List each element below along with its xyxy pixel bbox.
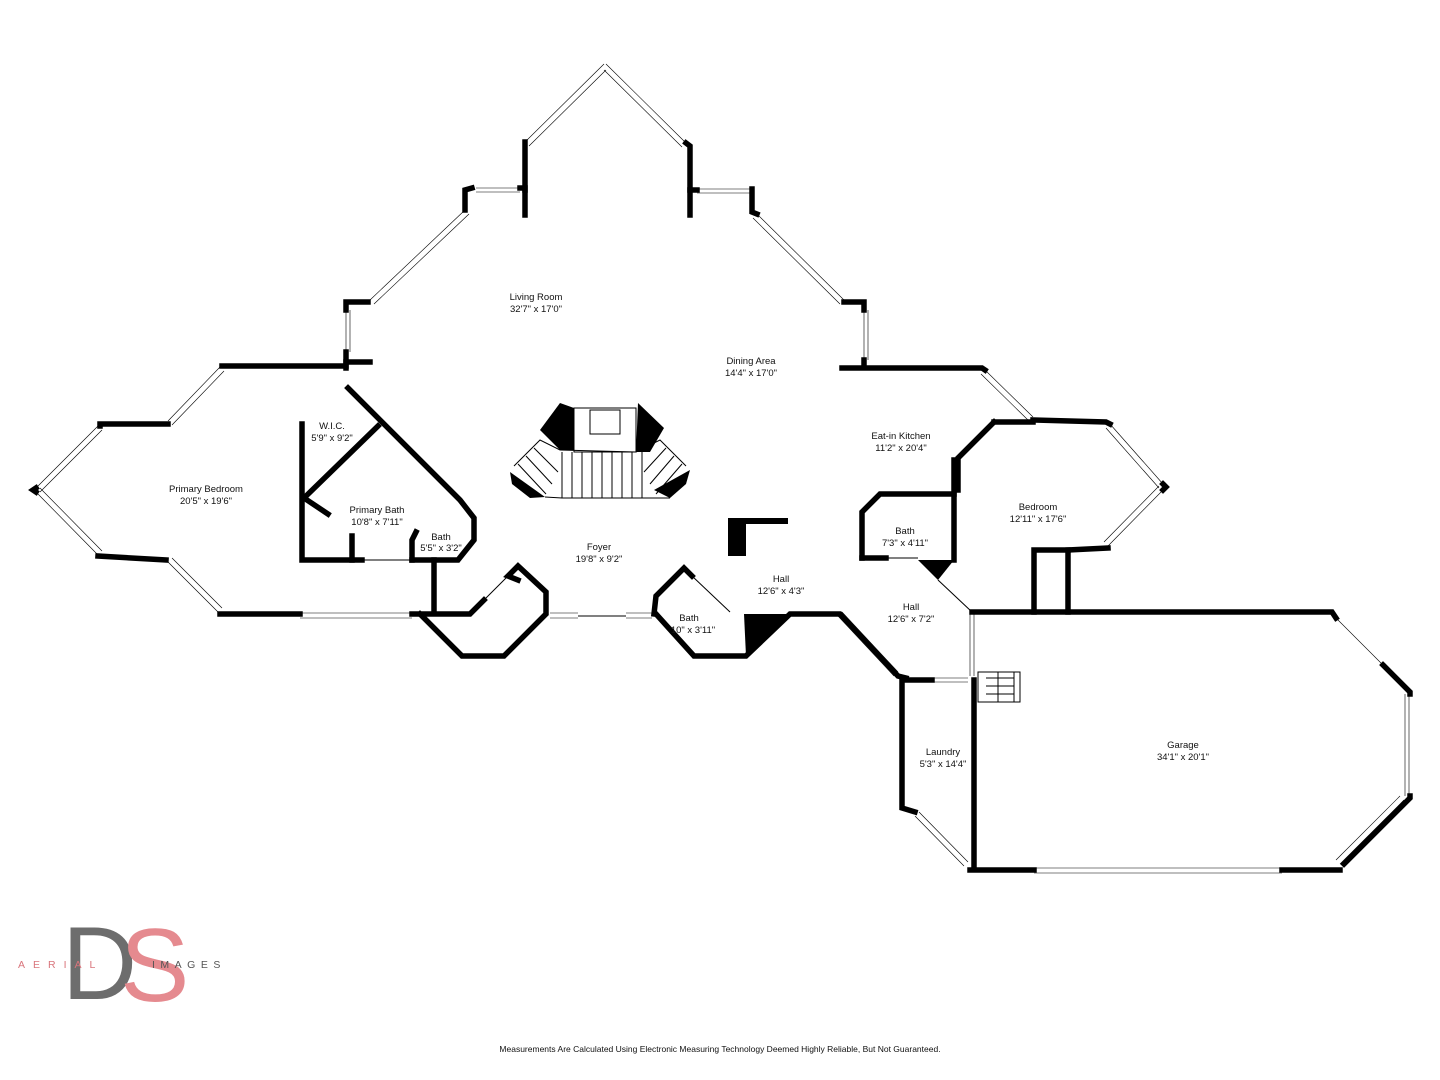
solid-fixtures (510, 403, 954, 656)
fireplace-left (540, 403, 574, 450)
room-foyer: Foyer 19'8" x 9'2" (576, 542, 623, 565)
ds-aerial-images-logo: D S AERIAL IMAGES (14, 912, 234, 1022)
room-hall-upper: Hall 12'6" x 4'3" (758, 574, 805, 597)
kitchen-bath-corner (918, 560, 954, 580)
room-primary-bedroom: Primary Bedroom 20'5" x 19'6" (169, 484, 243, 507)
room-eat-in-kitchen: Eat-in Kitchen 11'2" x 20'4" (871, 431, 930, 454)
room-name: Bath (431, 532, 451, 543)
room-name: Bedroom (1019, 502, 1058, 513)
logo-word-aerial: AERIAL (18, 959, 104, 971)
measurement-disclaimer: Measurements Are Calculated Using Electr… (499, 1044, 941, 1054)
fireplace-right (636, 403, 664, 452)
room-hall-lower: Hall 12'6" x 7'2" (888, 602, 935, 625)
logo-word-images: IMAGES (152, 959, 226, 971)
windows (35, 63, 1410, 874)
room-primary-bath: Primary Bath 10'8" x 7'11" (350, 505, 405, 528)
room-dims: 5'9" x 9'2" (311, 433, 353, 444)
room-name: Primary Bath (350, 505, 405, 516)
room-dims: 10" x 3'11" (671, 625, 715, 636)
room-dims: 12'6" x 4'3" (758, 586, 805, 597)
room-dims: 12'11" x 17'6" (1010, 514, 1067, 525)
room-name: Living Room (510, 292, 563, 303)
room-dims: 19'8" x 9'2" (576, 554, 623, 565)
walls (28, 139, 1413, 873)
room-name: Hall (903, 602, 919, 613)
room-name: Foyer (587, 542, 611, 553)
room-dims: 5'5" x 3'2" (420, 543, 462, 554)
room-name: Dining Area (726, 356, 776, 367)
room-dims: 14'4" x 17'0" (725, 368, 777, 379)
stair-right-cap (654, 470, 690, 498)
room-name: Bath (679, 613, 699, 624)
room-dims: 5'3" x 14'4" (920, 759, 967, 770)
room-name: Hall (773, 574, 789, 585)
logo-letter-d: D (62, 906, 138, 1022)
room-dims: 7'3" x 4'11" (882, 538, 928, 549)
room-name: Primary Bedroom (169, 484, 243, 495)
counter-block (728, 518, 788, 556)
room-name: Garage (1167, 740, 1199, 751)
room-dims: 12'6" x 7'2" (888, 614, 935, 625)
staircase (362, 407, 1021, 703)
room-name: Eat-in Kitchen (871, 431, 930, 442)
room-bath-powder: Bath 10" x 3'11" (671, 613, 715, 636)
room-garage: Garage 34'1" x 20'1" (1157, 740, 1209, 763)
logo-letter-s: S (120, 908, 190, 1024)
room-dims: 34'1" x 20'1" (1157, 752, 1209, 763)
room-bath-kitchen: Bath 7'3" x 4'11" (882, 526, 928, 549)
room-labels: Living Room 32'7" x 17'0" Dining Area 14… (169, 292, 1209, 770)
room-dims: 32'7" x 17'0" (510, 304, 562, 315)
room-dims: 11'2" x 20'4" (875, 443, 926, 454)
room-name: Bath (895, 526, 915, 537)
room-bath-small: Bath 5'5" x 3'2" (420, 532, 462, 554)
room-dims: 10'8" x 7'11" (351, 517, 402, 528)
room-wic: W.I.C. 5'9" x 9'2" (311, 421, 353, 444)
room-living-room: Living Room 32'7" x 17'0" (510, 292, 563, 315)
room-dims: 20'5" x 19'6" (180, 496, 232, 507)
room-name: W.I.C. (319, 421, 345, 432)
room-bedroom: Bedroom 12'11" x 17'6" (1010, 502, 1067, 525)
powder-bath-corner (744, 614, 790, 656)
room-laundry: Laundry 5'3" x 14'4" (920, 747, 967, 770)
room-dining-area: Dining Area 14'4" x 17'0" (725, 356, 777, 379)
room-name: Laundry (926, 747, 961, 758)
stair-left-cap (510, 472, 545, 498)
